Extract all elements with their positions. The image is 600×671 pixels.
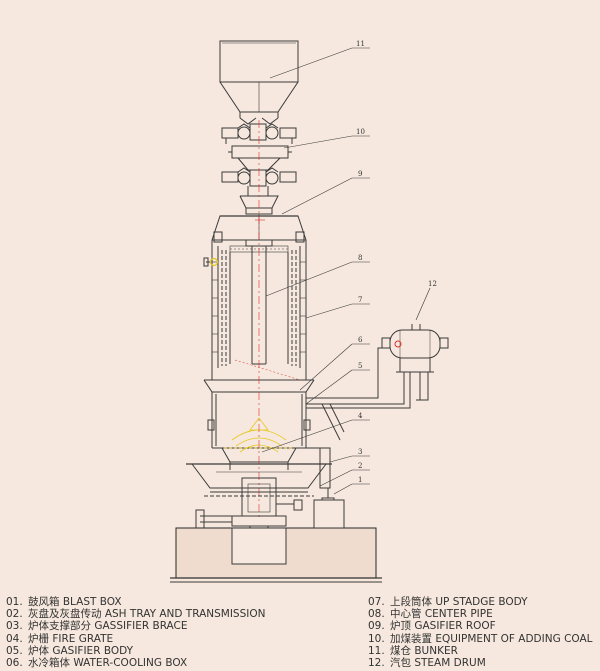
legend-number: 04. xyxy=(6,632,23,645)
legend-item-03: 03. 炉体支撑部分 GASSIFIER BRACE xyxy=(6,620,265,632)
upper-stage-body xyxy=(211,240,307,368)
callout-leaders xyxy=(261,47,431,495)
legend-number: 05. xyxy=(6,644,23,657)
legend-label: 灰盘及灰盘传动 ASH TRAY AND TRANSMISSION xyxy=(28,608,266,621)
legend-item-05: 05. 炉体 GASIFIER BODY xyxy=(6,645,265,657)
gasifier-brace xyxy=(306,403,345,489)
callout-12: 12 xyxy=(428,280,437,288)
legend-item-04: 04. 炉栅 FIRE GRATE xyxy=(6,633,265,645)
upper-valves xyxy=(221,123,297,144)
lower-valves xyxy=(221,167,297,187)
callout-7: 7 xyxy=(358,296,362,304)
callout-2: 2 xyxy=(358,462,362,470)
callout-10: 10 xyxy=(356,128,365,136)
legend-number: 01. xyxy=(6,596,23,608)
foundation xyxy=(170,499,382,583)
side-instrument xyxy=(203,257,219,267)
legend-label: 煤仓 BUNKER xyxy=(390,644,458,657)
legend-item-08: 08. 中心管 CENTER PIPE xyxy=(368,608,593,620)
legend-item-06: 06. 水冷箱体 WATER-COOLING BOX xyxy=(6,657,265,669)
coal-feeder xyxy=(221,123,297,196)
legend-label: 炉体 GASIFIER BODY xyxy=(28,644,134,657)
callout-11: 11 xyxy=(356,40,365,48)
legend-label: 炉顶 GASIFIER ROOF xyxy=(390,620,496,633)
callout-8: 8 xyxy=(358,254,362,262)
legend-item-01: 01. 鼓风箱 BLAST BOX xyxy=(6,596,265,608)
callout-3: 3 xyxy=(358,448,362,456)
callout-4: 4 xyxy=(358,412,363,420)
legend-number: 11. xyxy=(368,644,385,657)
legend-item-12: 12. 汽包 STEAM DRUM xyxy=(368,657,593,669)
legend-number: 08. xyxy=(368,608,385,621)
legend-number: 09. xyxy=(368,620,385,633)
legend-label: 上段筒体 UP STADGE BODY xyxy=(390,596,528,608)
legend-item-07: 07. 上段筒体 UP STADGE BODY xyxy=(368,596,593,608)
legend: 01. 鼓风箱 BLAST BOX 02. 灰盘及灰盘传动 ASH TRAY AND… xyxy=(0,596,600,671)
legend-number: 06. xyxy=(6,657,23,670)
legend-number: 03. xyxy=(6,620,23,633)
legend-number: 07. xyxy=(368,596,385,608)
callout-1: 1 xyxy=(358,476,362,484)
callout-9: 9 xyxy=(358,170,362,178)
center-pipe xyxy=(245,214,273,365)
legend-label: 水冷箱体 WATER-COOLING BOX xyxy=(28,657,188,670)
legend-number: 10. xyxy=(368,632,385,645)
steam-piping xyxy=(306,347,429,409)
legend-label: 炉栅 FIRE GRATE xyxy=(28,632,114,645)
legend-label: 汽包 STEAM DRUM xyxy=(390,657,486,670)
legend-item-10: 10. 加煤装置 EQUIPMENT OF ADDING COAL xyxy=(368,633,593,645)
callout-numbers: 11 10 9 8 7 6 5 4 3 2 1 12 xyxy=(356,40,437,484)
steam-drum xyxy=(381,324,449,373)
legend-number: 02. xyxy=(6,608,23,621)
bunker xyxy=(219,40,299,125)
ash-tray xyxy=(186,463,332,497)
callout-5: 5 xyxy=(358,362,362,370)
legend-label: 炉体支撑部分 GASSIFIER BRACE xyxy=(28,620,188,633)
legend-label: 加煤装置 EQUIPMENT OF ADDING COAL xyxy=(390,632,593,645)
legend-label: 鼓风箱 BLAST BOX xyxy=(28,596,122,608)
legend-item-09: 09. 炉顶 GASIFIER ROOF xyxy=(368,620,593,632)
legend-label: 中心管 CENTER PIPE xyxy=(390,608,493,621)
legend-column-left: 01. 鼓风箱 BLAST BOX 02. 灰盘及灰盘传动 ASH TRAY AND… xyxy=(6,596,265,669)
legend-number: 12. xyxy=(368,657,385,670)
legend-item-02: 02. 灰盘及灰盘传动 ASH TRAY AND TRANSMISSION xyxy=(6,608,265,620)
callout-6: 6 xyxy=(358,336,363,344)
legend-item-11: 11. 煤仓 BUNKER xyxy=(368,645,593,657)
legend-column-right: 07. 上段筒体 UP STADGE BODY 08. 中心管 CENTER PIP… xyxy=(368,596,593,669)
